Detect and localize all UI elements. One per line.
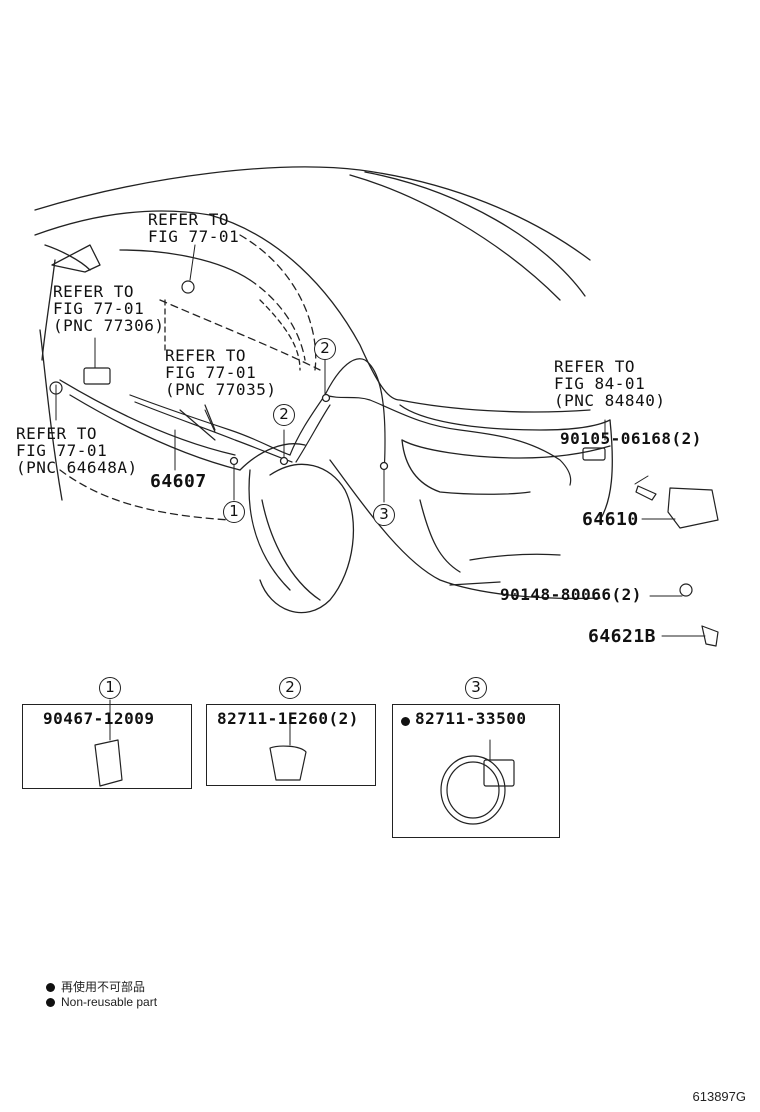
part-number-bolt-bracket: 90148-80066(2) <box>500 585 642 604</box>
legend-dot <box>46 983 55 993</box>
detail-box-2: 82711-1E260(2) <box>206 704 376 786</box>
callout-3: 3 <box>373 504 395 526</box>
ref-label-right: REFER TO FIG 84-01 (PNC 84840) <box>554 357 666 410</box>
ref-label-mid: REFER TO FIG 77-01 (PNC 77035) <box>165 346 277 399</box>
leader-lines <box>55 244 706 761</box>
part-number-bolt-lock: 90105-06168(2) <box>560 429 702 448</box>
car-body-outline <box>34 166 613 614</box>
callout-2-upper: 2 <box>314 338 336 360</box>
part-number-bracket: 64621B <box>588 626 657 647</box>
small-parts <box>49 280 719 825</box>
detail-box-1: 90467-12009 <box>22 704 192 789</box>
clamp-points <box>229 393 389 471</box>
detail-1-number: 1 <box>99 677 121 699</box>
release-cable <box>129 358 572 486</box>
part-number-lock: 64610 <box>582 509 639 530</box>
legend-dot <box>46 998 55 1008</box>
detail-2-part: 82711-1E260(2) <box>217 709 359 728</box>
detail-2-number: 2 <box>279 677 301 699</box>
detail-3-number: 3 <box>465 677 487 699</box>
detail-3-part: 82711-33500 <box>415 709 527 728</box>
legend-en: Non-reusable part <box>46 995 157 1009</box>
callout-2-lower: 2 <box>273 404 295 426</box>
ref-label-left-upper: REFER TO FIG 77-01 (PNC 77306) <box>53 282 165 335</box>
detail-1-part: 90467-12009 <box>43 709 155 728</box>
figure-id: 613897G <box>692 1089 747 1104</box>
ref-label-top: REFER TO FIG 77-01 <box>148 210 240 246</box>
callout-1: 1 <box>223 501 245 523</box>
part-number-cable: 64607 <box>150 471 207 492</box>
legend-jp: 再使用不可部品 <box>46 978 145 995</box>
ref-label-left-lower: REFER TO FIG 77-01 (PNC 64648A) <box>16 424 138 477</box>
detail-box-3: 82711-33500 <box>392 704 560 838</box>
non-reusable-marker <box>401 717 410 726</box>
